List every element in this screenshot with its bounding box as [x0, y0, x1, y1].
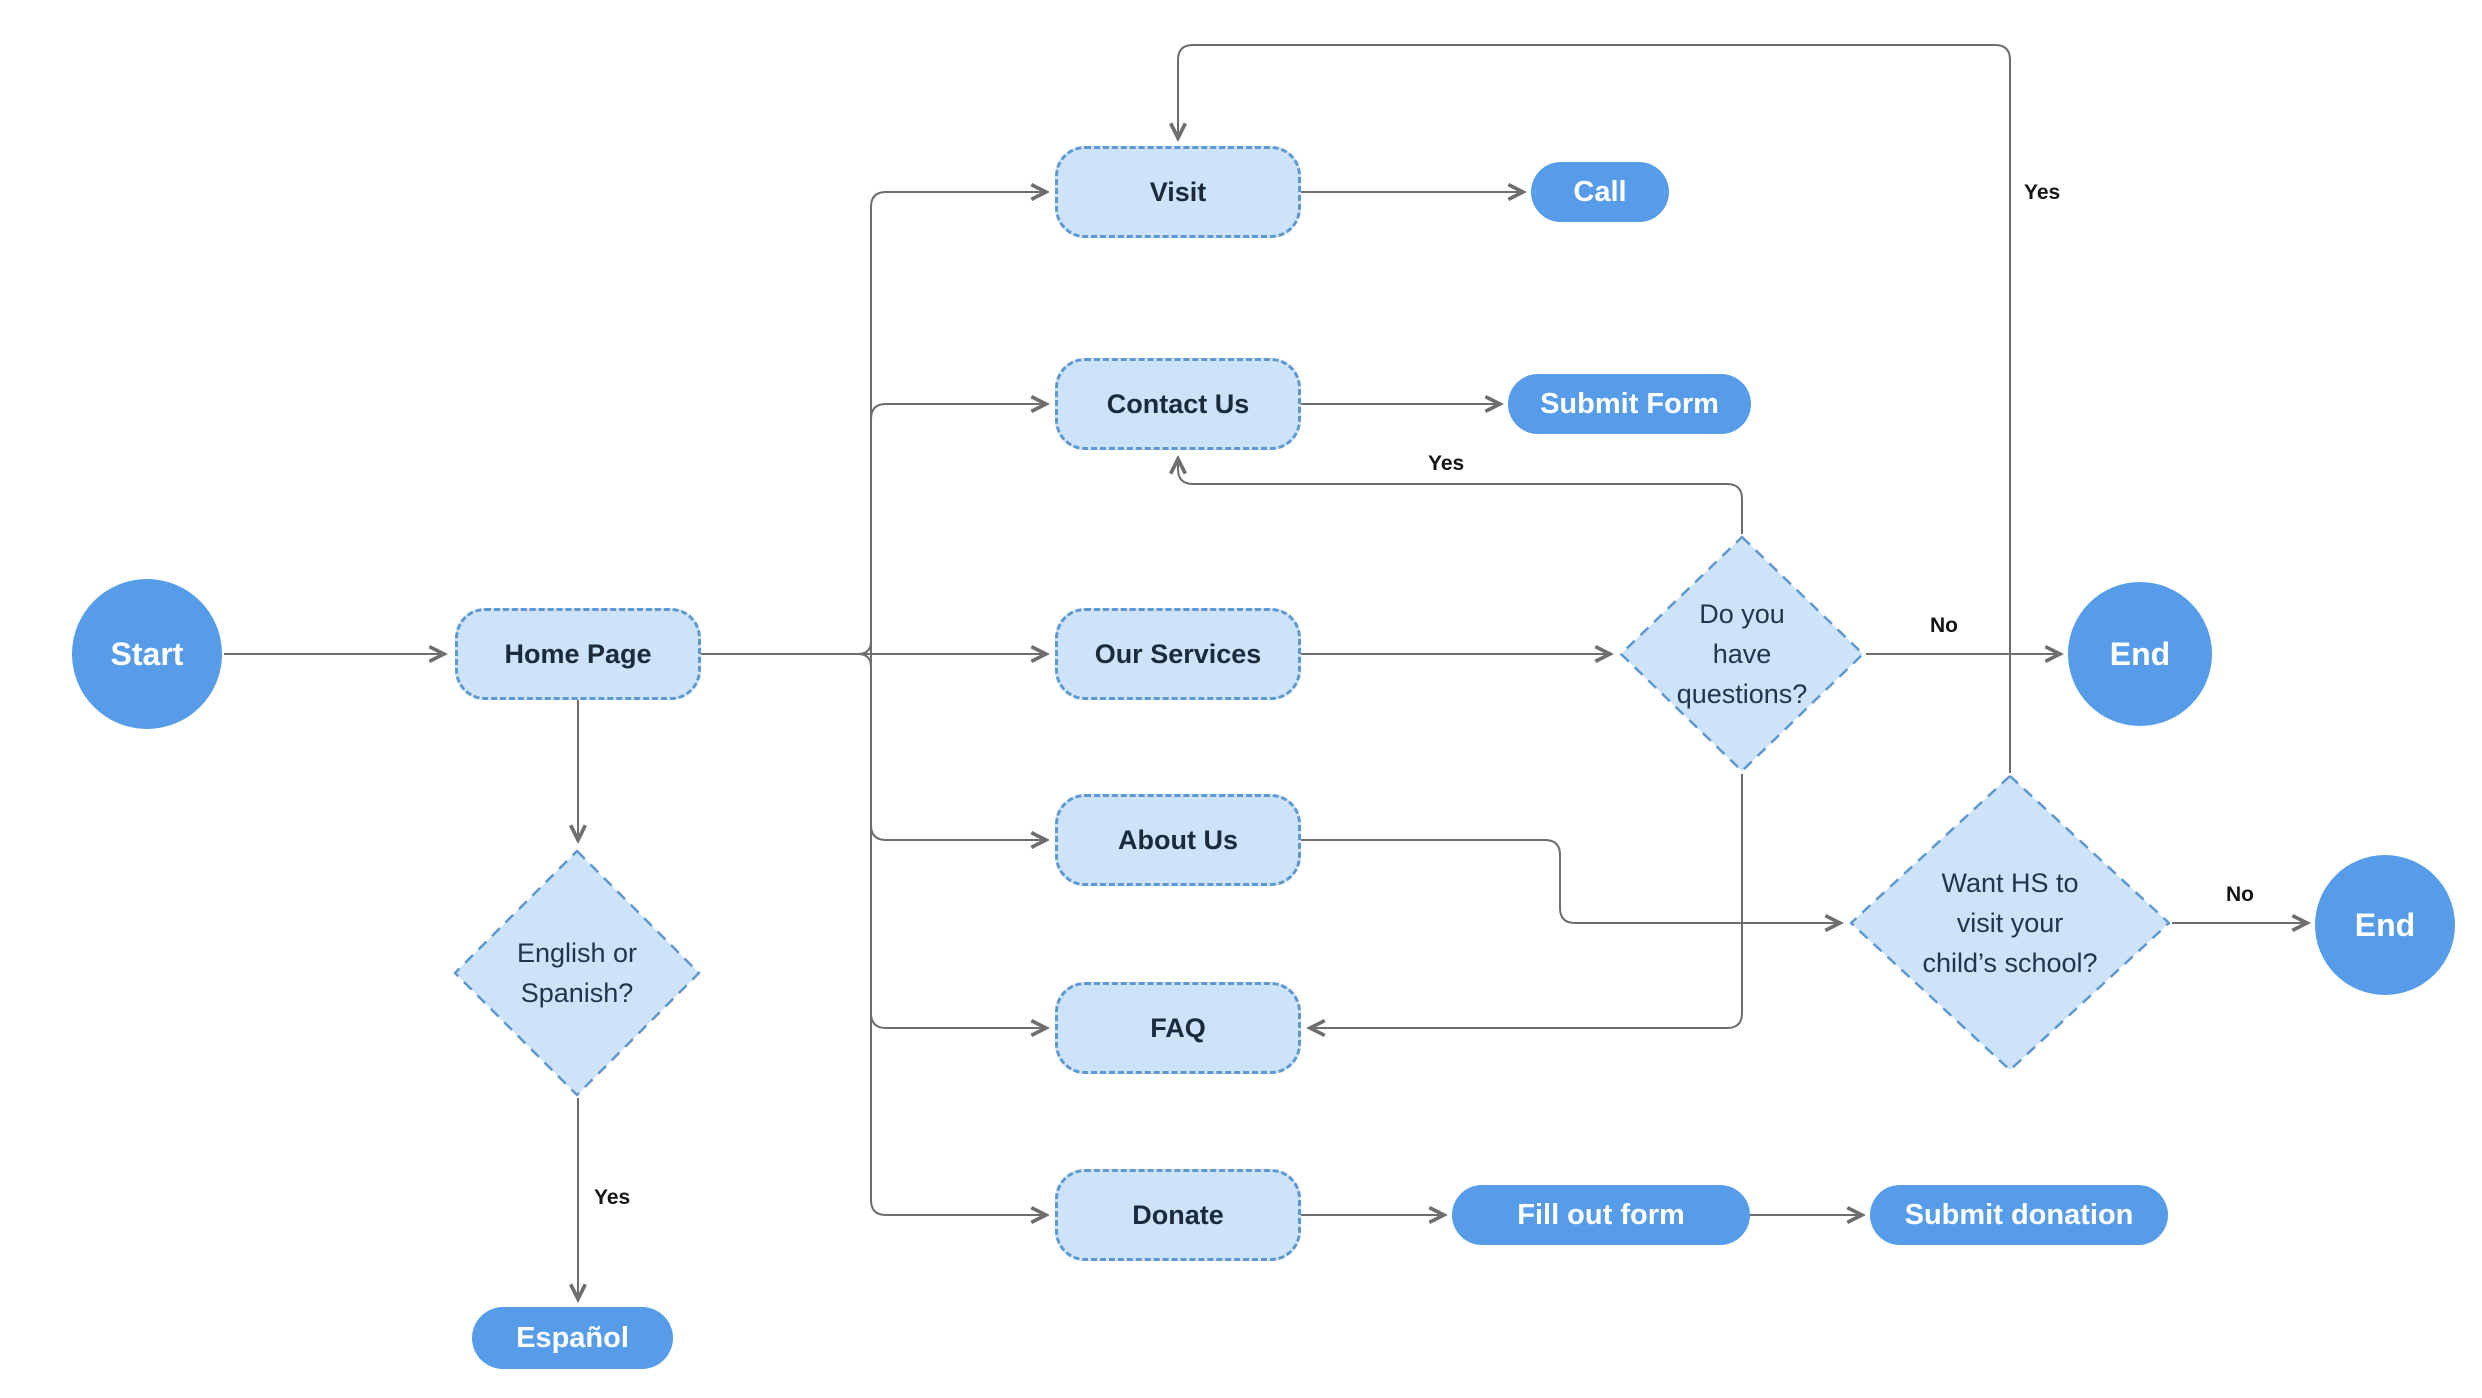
node-visit-label: Visit	[1149, 176, 1207, 207]
node-donate[interactable]: Donate	[1055, 1169, 1301, 1261]
edge-label-school-visit-yes: Yes	[2024, 181, 2061, 204]
node-about-us-label: About Us	[1118, 824, 1238, 855]
node-call[interactable]: Call	[1531, 162, 1669, 222]
edge-label-questions-yes: Yes	[1428, 452, 1465, 475]
node-submit-form-label: Submit Form	[1540, 387, 1719, 420]
node-questions-decision[interactable]: Do you have questions?	[1618, 534, 1866, 774]
node-school-visit-decision[interactable]: Want HS to visit your child’s school?	[1848, 773, 2172, 1073]
edge-branch-visit	[870, 192, 1046, 208]
node-our-services-label: Our Services	[1094, 638, 1262, 669]
node-end-school-visit[interactable]: End	[2315, 855, 2455, 995]
edge-label-school-visit-no: No	[2226, 883, 2254, 906]
edge-about-to-school-visit	[1301, 839, 1840, 923]
node-language-decision[interactable]: English or Spanish?	[452, 848, 702, 1098]
node-end-questions[interactable]: End	[2068, 582, 2212, 726]
edge-branch-contact	[870, 404, 1046, 420]
diamond-shape	[1849, 774, 2171, 1072]
node-donate-label: Donate	[1132, 1199, 1224, 1230]
node-espanol-label: Español	[516, 1321, 629, 1354]
node-start[interactable]: Start	[72, 579, 222, 729]
edge-label-language-yes: Yes	[594, 1186, 631, 1209]
node-submit-donation[interactable]: Submit donation	[1870, 1185, 2168, 1245]
node-end-label: End	[2109, 635, 2171, 672]
edge-trunk-fillet-up	[857, 640, 872, 655]
node-contact-us-label: Contact Us	[1106, 388, 1250, 419]
node-visit[interactable]: Visit	[1055, 146, 1301, 238]
node-submit-donation-label: Submit donation	[1904, 1198, 2134, 1231]
node-fill-out-form-label: Fill out form	[1517, 1198, 1685, 1231]
edge-label-questions-no: No	[1930, 614, 1958, 637]
node-about-us[interactable]: About Us	[1055, 794, 1301, 886]
node-submit-form[interactable]: Submit Form	[1508, 374, 1751, 434]
node-faq-label: FAQ	[1150, 1012, 1206, 1043]
diamond-shape	[453, 849, 701, 1097]
node-call-label: Call	[1573, 175, 1627, 208]
node-home-page[interactable]: Home Page	[455, 608, 701, 700]
edge-school-visit-yes-to-visit	[1178, 44, 2011, 773]
node-fill-out-form[interactable]: Fill out form	[1452, 1185, 1750, 1245]
node-home-page-label: Home Page	[504, 638, 652, 669]
edge-branch-faq	[870, 1012, 1046, 1028]
node-questions-decision-label: Do you have questions?	[1676, 599, 1808, 709]
edge-branch-donate	[870, 1199, 1046, 1215]
node-start-label: Start	[110, 635, 184, 672]
node-language-decision-label: English or Spanish?	[516, 938, 638, 1008]
diamond-shape	[1619, 535, 1865, 773]
node-contact-us[interactable]: Contact Us	[1055, 358, 1301, 450]
node-our-services[interactable]: Our Services	[1055, 608, 1301, 700]
edge-questions-yes-to-contact	[1178, 459, 1743, 534]
edge-branch-about	[870, 824, 1046, 840]
edge-trunk-fillet-down	[857, 653, 872, 668]
node-espanol[interactable]: Español	[472, 1307, 673, 1369]
node-end-label: End	[2354, 906, 2416, 943]
node-school-visit-decision-label: Want HS to visit your child’s school?	[1922, 868, 2098, 978]
edge-questions-to-faq	[1310, 774, 1743, 1028]
node-faq[interactable]: FAQ	[1055, 982, 1301, 1074]
